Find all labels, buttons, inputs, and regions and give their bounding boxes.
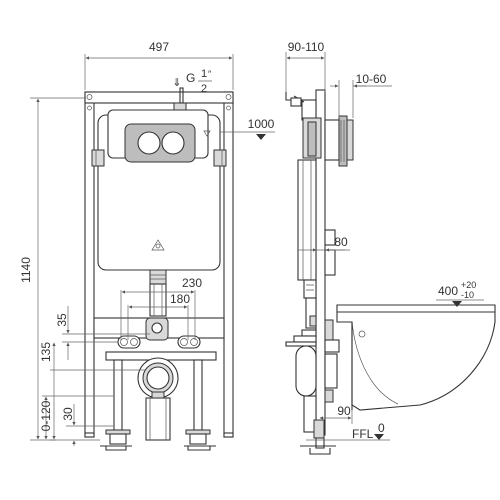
dimension-90: 90 [319, 404, 353, 424]
dimension-180: 180 [127, 292, 190, 340]
dimension-90-110: 90-110 [285, 40, 326, 92]
dimension-0-120: 0-120 [39, 395, 114, 440]
gas-arrow-icon: ⇓ [172, 77, 181, 89]
dimension-10-60: 10-60 [330, 72, 392, 118]
dim-10-60-label: 10-60 [356, 72, 387, 86]
gas-fraction-num: 1 [201, 68, 207, 80]
floor-level: FFL 0 [306, 421, 390, 441]
side-view: 90-110 10-60 80 400 +20 -10 90 [285, 40, 496, 455]
dim-35-label: 35 [55, 313, 69, 327]
dim-height-label: 1140 [19, 257, 33, 283]
gas-fraction-den: 2 [201, 83, 207, 95]
dim-90-110-label: 90-110 [288, 40, 325, 54]
drain-bend [137, 357, 179, 441]
dimension-gas: ⇓ G 1 ″ 2 [172, 68, 212, 95]
dim-400-label: 400 [438, 284, 458, 298]
front-view: 497 ⇓ G 1 ″ 2 1000 1140 230 [19, 40, 275, 451]
dim-30-label: 30 [61, 407, 75, 421]
dim-180-label: 180 [170, 292, 190, 306]
dim-400-plus: +20 [461, 280, 476, 290]
dim-135-label: 135 [39, 342, 53, 362]
dimension-80: 80 [298, 235, 350, 252]
dimension-135: 135 [39, 342, 146, 441]
side-actuator [324, 115, 354, 403]
mounting-plate [93, 317, 225, 361]
dimension-width: 497 [84, 40, 234, 90]
ffl-value: 0 [378, 421, 385, 435]
dim-400-minus: -10 [461, 290, 474, 300]
ffl-label: FFL [352, 427, 374, 441]
dimension-230: 230 [120, 276, 202, 340]
frame-legs [84, 359, 234, 451]
dim-90-label: 90 [337, 404, 351, 418]
toilet-bowl [336, 304, 496, 411]
dim-1000-label: 1000 [248, 117, 275, 131]
dim-80-label: 80 [334, 235, 348, 249]
dim-width-label: 497 [149, 40, 169, 54]
gas-g-label: G [186, 71, 195, 85]
dimension-35: 35 [55, 306, 150, 360]
dimension-1000: 1000 [220, 117, 275, 140]
dimension-30: 30 [61, 404, 114, 446]
cistern [91, 109, 227, 285]
dimension-400: 400 +20 -10 [436, 280, 484, 307]
dim-0-120-label: 0-120 [39, 400, 53, 431]
flush-pipe [149, 283, 167, 317]
gas-inch-mark: ″ [208, 69, 212, 79]
dim-230-label: 230 [182, 276, 202, 290]
dimension-height: 1140 [19, 97, 100, 441]
